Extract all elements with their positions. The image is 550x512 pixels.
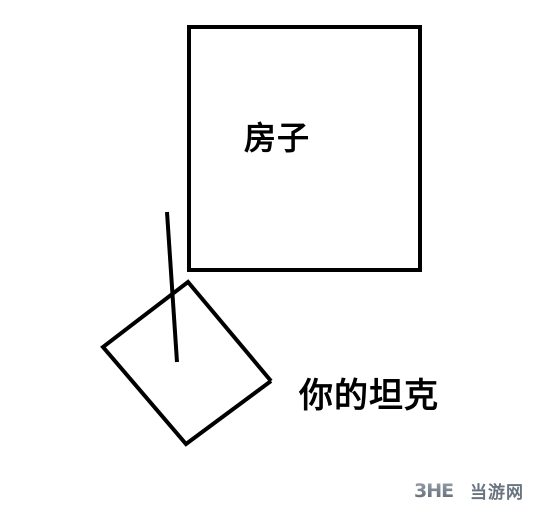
- tank-barrel: [165, 211, 179, 363]
- tank-body: [100, 279, 273, 447]
- watermark-logo: 3HE: [414, 480, 466, 500]
- watermark: 3HE 当游网: [414, 478, 524, 503]
- house-square: [187, 25, 422, 272]
- svg-text:3HE: 3HE: [414, 480, 453, 500]
- watermark-text: 当游网: [470, 482, 524, 503]
- house-label: 房子: [244, 119, 311, 157]
- tank-label: 你的坦克: [299, 376, 439, 416]
